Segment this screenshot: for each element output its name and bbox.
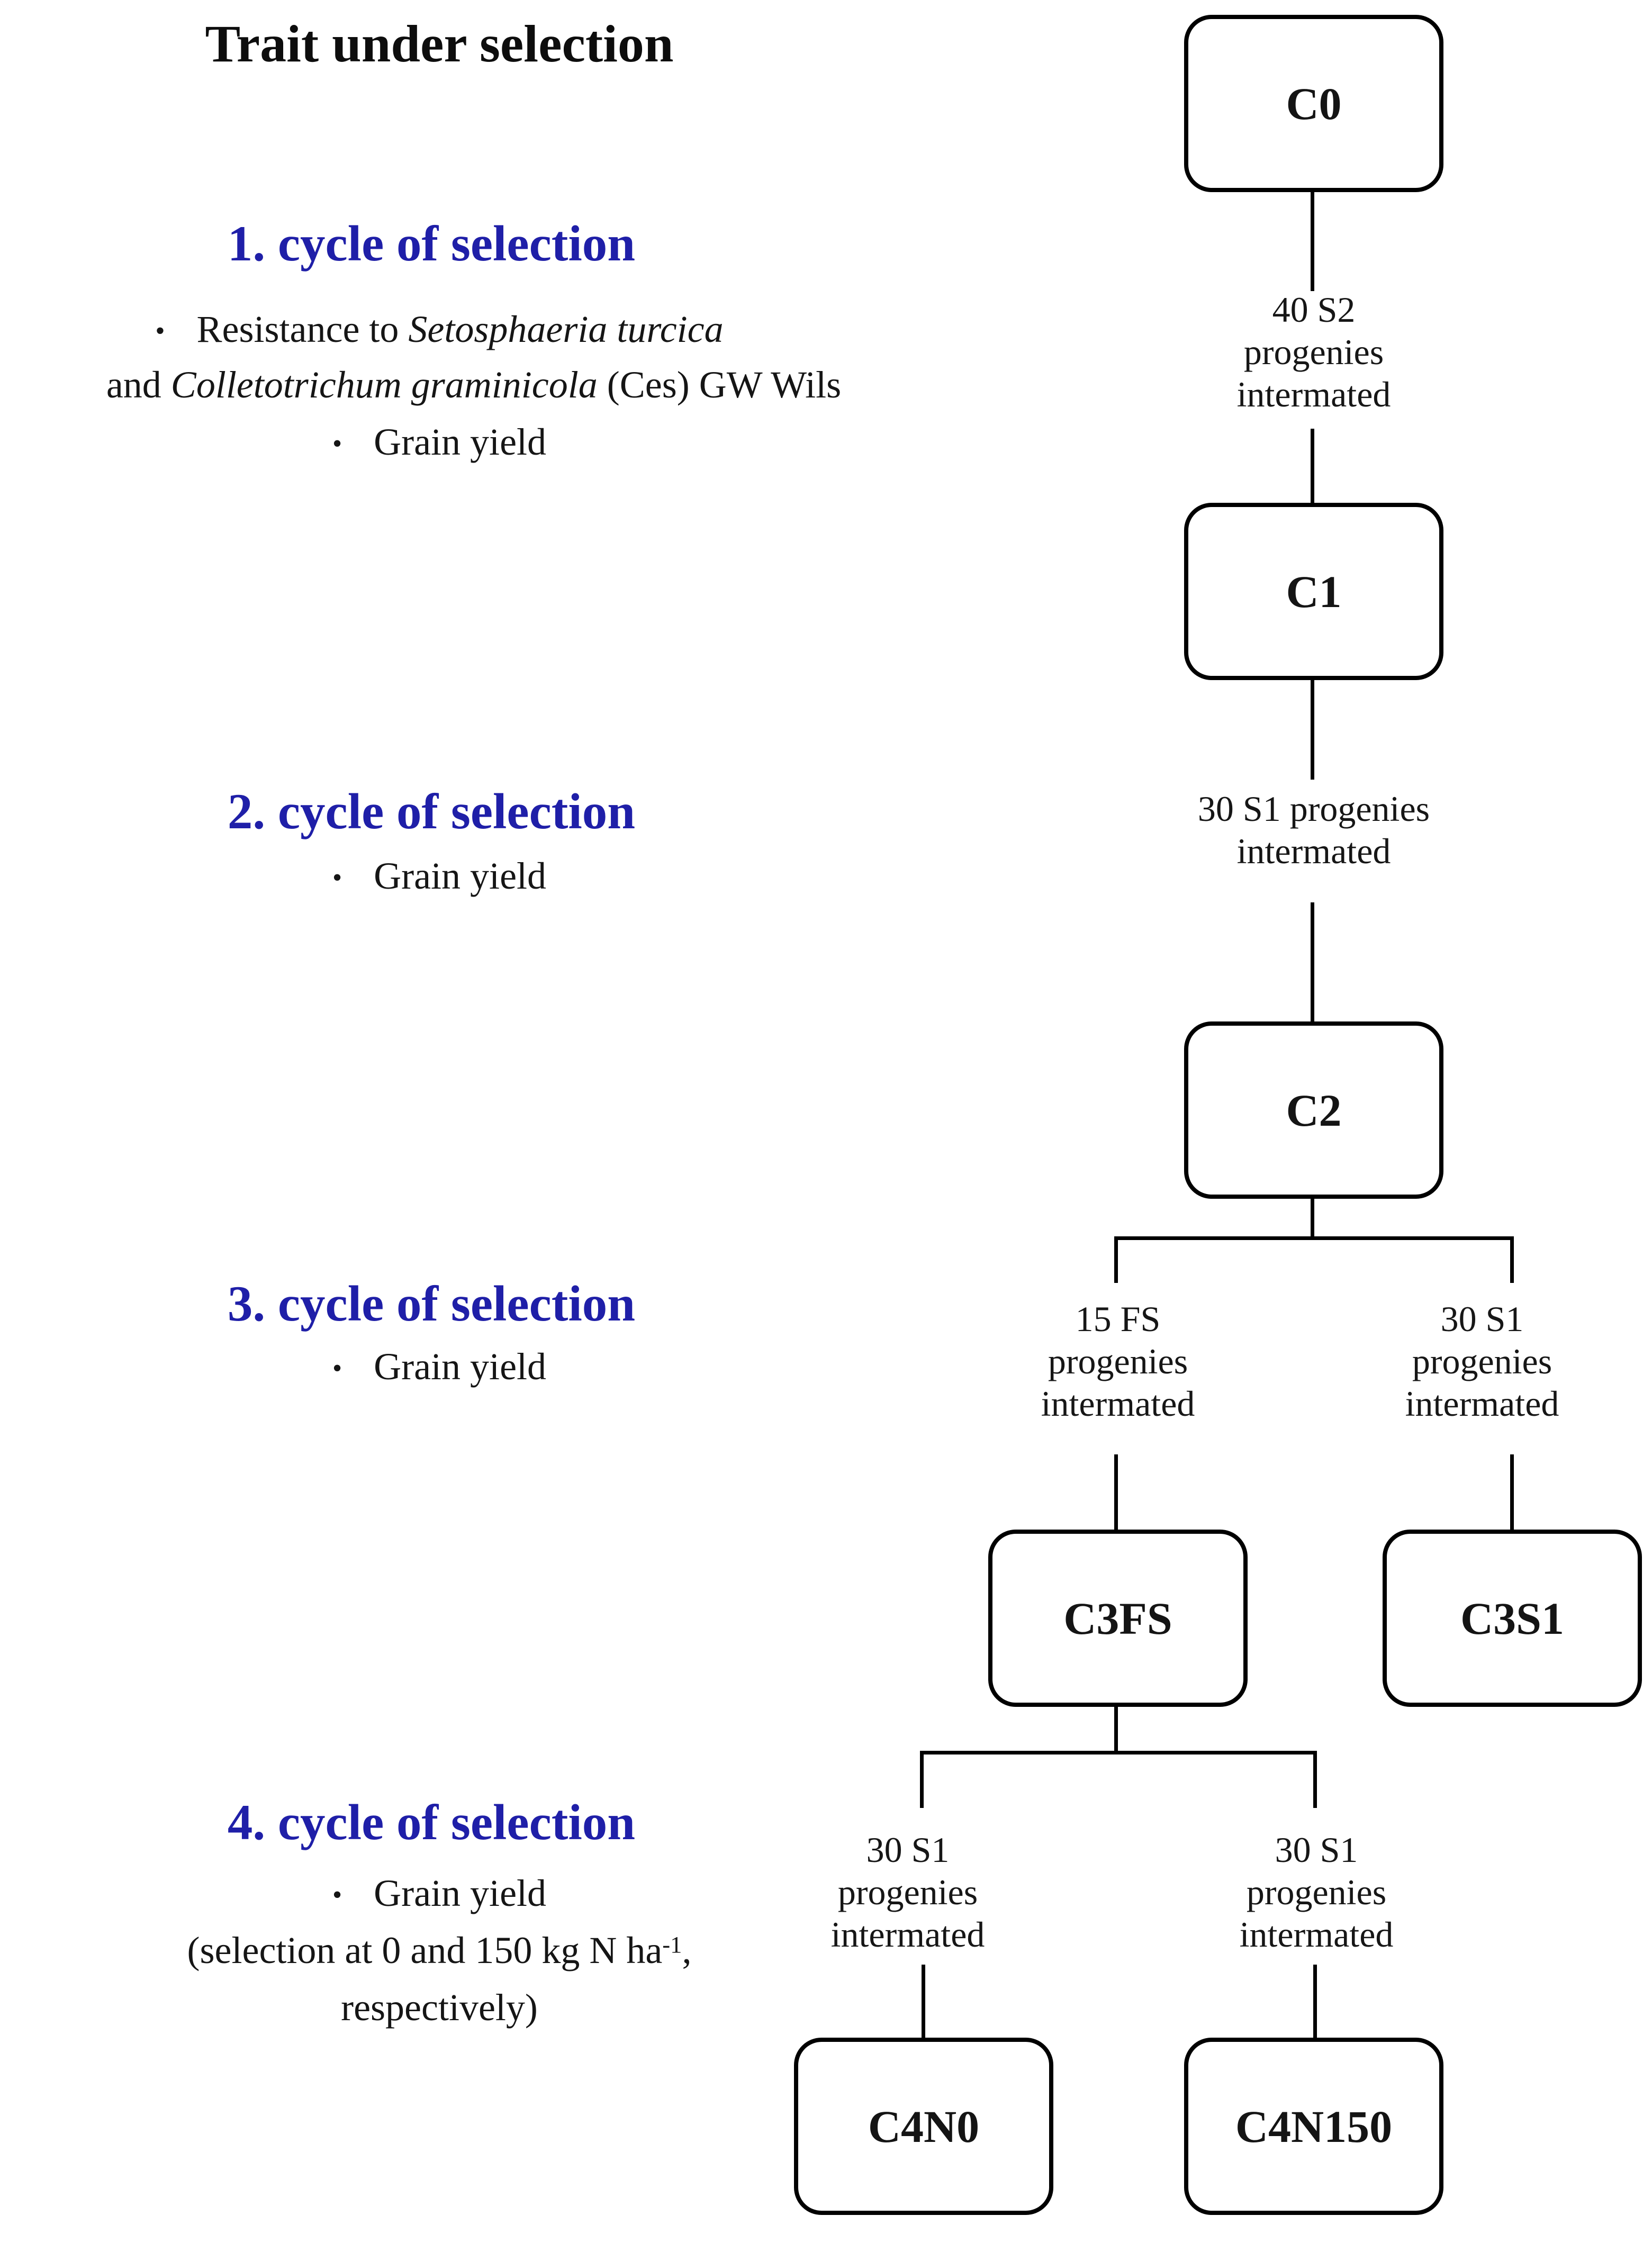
bullet-icon: • bbox=[155, 315, 165, 346]
connector-c2-stub bbox=[1311, 1198, 1314, 1240]
cycle3-bullet-grain-yield-text: Grain yield bbox=[374, 1345, 547, 1388]
cycle2-bullet-grain-yield-text: Grain yield bbox=[374, 855, 547, 897]
cycle3-bullet-grain-yield: • Grain yield bbox=[0, 1345, 879, 1388]
node-c3fs: C3FS bbox=[988, 1530, 1248, 1707]
cycle4-selection-note-line2-text: respectively) bbox=[341, 1986, 538, 2029]
cycle1-bullet-resistance-continuation-text: and Colletotrichum graminicola (Ces) GW … bbox=[106, 364, 842, 406]
cycle4-selection-note-line2: respectively) bbox=[0, 1986, 879, 2029]
connector-to-c3fs bbox=[1114, 1454, 1118, 1531]
node-c1-label: C1 bbox=[1286, 566, 1342, 617]
node-c4n0: C4N0 bbox=[794, 2038, 1053, 2215]
cycle1-heading: 1. cycle of selection bbox=[227, 215, 636, 272]
node-c1: C1 bbox=[1184, 503, 1443, 680]
bullet-icon: • bbox=[332, 862, 342, 893]
connector-to-c1 bbox=[1311, 429, 1314, 504]
node-c0-label: C0 bbox=[1286, 78, 1342, 129]
bullet-icon: • bbox=[332, 428, 342, 459]
cycle2-heading: 2. cycle of selection bbox=[227, 783, 636, 839]
cycle1-bullet-resistance-text: Resistance to Setosphaeria turcica bbox=[196, 308, 724, 350]
connector-to-c3s1 bbox=[1510, 1454, 1514, 1531]
cycle2-bullet-grain-yield: • Grain yield bbox=[0, 856, 879, 897]
cycle3-heading: 3. cycle of selection bbox=[227, 1276, 636, 1332]
node-c2: C2 bbox=[1184, 1021, 1443, 1199]
connector-c3fs-left-drop bbox=[920, 1751, 924, 1808]
connector-c1-down bbox=[1311, 679, 1314, 780]
connector-c3fs-right-drop bbox=[1313, 1751, 1317, 1808]
connector-c2-left-drop bbox=[1114, 1236, 1118, 1283]
edge-label-30s1-intermated-c3s1: 30 S1 progenies intermated bbox=[1405, 1299, 1559, 1424]
connector-to-c4n150 bbox=[1313, 1965, 1317, 2039]
connector-c0-down bbox=[1311, 192, 1314, 291]
cycle1-bullet-grain-yield-text: Grain yield bbox=[374, 421, 547, 463]
cycle1-bullet-grain-yield: • Grain yield bbox=[0, 422, 879, 463]
cycle4-bullet-grain-yield-text: Grain yield bbox=[374, 1872, 547, 1914]
cycle1-bullet-resistance: • Resistance to Setosphaeria turcica bbox=[0, 308, 879, 350]
figure-title: Trait under selection bbox=[205, 14, 674, 73]
connector-c3fs-stub bbox=[1114, 1706, 1118, 1754]
edge-label-30s1-intermated-c1c2: 30 S1 progenies intermated bbox=[1197, 789, 1430, 871]
edge-label-15fs-intermated: 15 FS progenies intermated bbox=[1041, 1299, 1195, 1424]
connector-c2-right-drop bbox=[1510, 1236, 1514, 1283]
node-c4n150: C4N150 bbox=[1184, 2038, 1443, 2215]
cycle4-heading: 4. cycle of selection bbox=[227, 1794, 636, 1850]
edge-label-30s1-intermated-c4n150: 30 S1 progenies intermated bbox=[1239, 1830, 1394, 1955]
bullet-icon: • bbox=[332, 1353, 342, 1383]
connector-to-c4n0 bbox=[922, 1965, 925, 2039]
connector-c3fs-split-bar bbox=[920, 1751, 1317, 1754]
node-c4n0-label: C4N0 bbox=[868, 2101, 980, 2152]
node-c3s1-label: C3S1 bbox=[1460, 1593, 1564, 1644]
cycle1-bullet-resistance-continuation: and Colletotrichum graminicola (Ces) GW … bbox=[0, 365, 947, 405]
cycle4-selection-note-line1-text: (selection at 0 and 150 kg N ha-1, bbox=[187, 1929, 692, 1971]
node-c4n150-label: C4N150 bbox=[1235, 2101, 1393, 2152]
connector-c2-split-bar bbox=[1114, 1236, 1514, 1240]
cycle4-selection-note-line1: (selection at 0 and 150 kg N ha-1, bbox=[0, 1929, 879, 1971]
edge-label-30s1-intermated-c4n0: 30 S1 progenies intermated bbox=[830, 1830, 985, 1955]
edge-label-40s2-intermated: 40 S2 progenies intermated bbox=[1236, 290, 1391, 414]
cycle4-bullet-grain-yield: • Grain yield bbox=[0, 1872, 879, 1914]
node-c3s1: C3S1 bbox=[1383, 1530, 1642, 1707]
node-c3fs-label: C3FS bbox=[1063, 1593, 1172, 1644]
node-c2-label: C2 bbox=[1286, 1084, 1342, 1136]
connector-to-c2 bbox=[1311, 902, 1314, 1023]
bullet-icon: • bbox=[332, 1879, 342, 1910]
node-c0: C0 bbox=[1184, 15, 1443, 192]
